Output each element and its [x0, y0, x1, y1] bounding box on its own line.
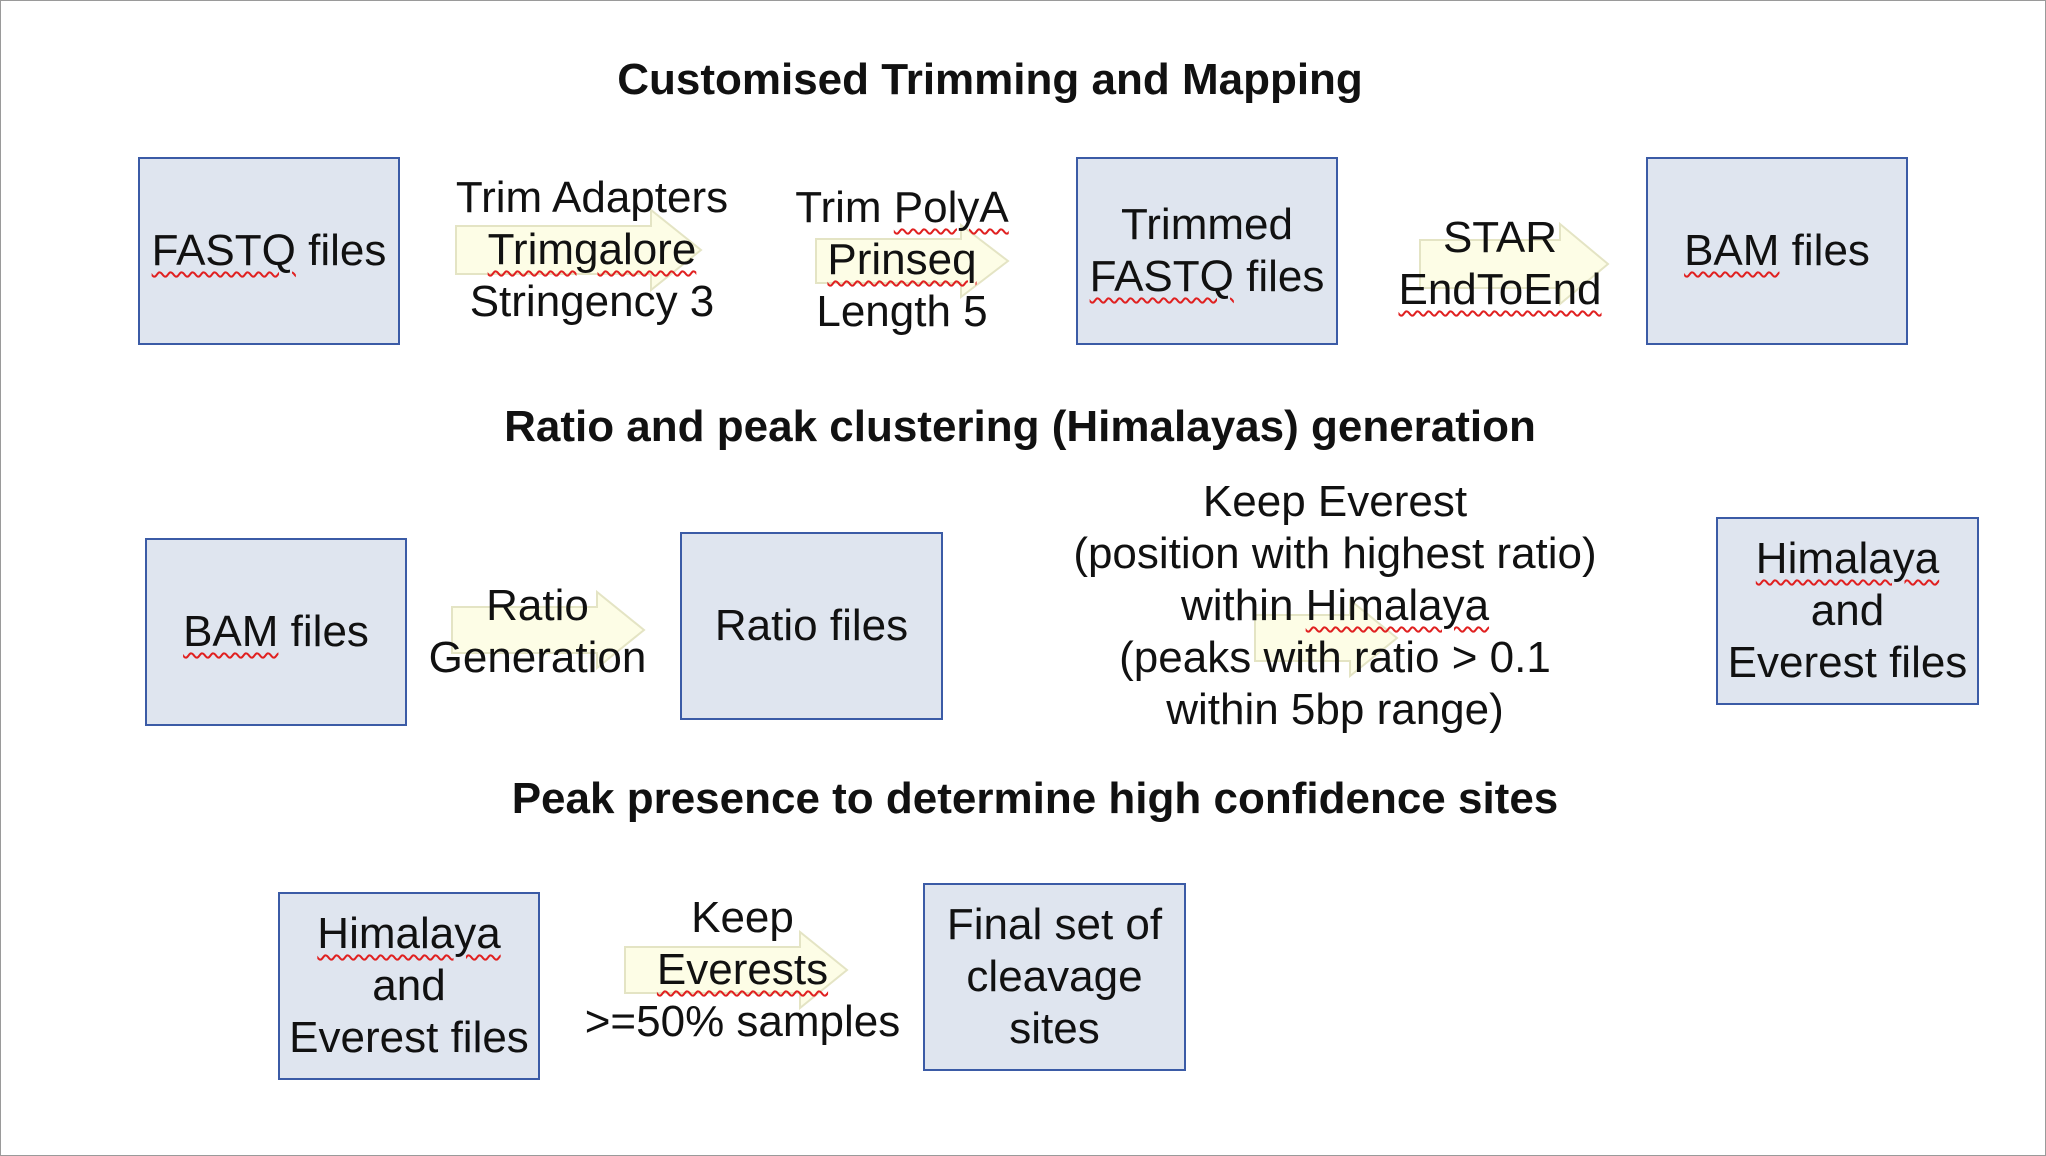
bam-files-box-2: BAM files — [145, 538, 407, 726]
trim-adapters-arrow — [455, 207, 703, 293]
fastq-files-label: FASTQ files — [151, 226, 387, 275]
keep-everests-arrow — [624, 929, 849, 1011]
endtoend-line: EndToEnd — [1398, 265, 1602, 314]
samples-line: >=50% samples — [584, 997, 901, 1046]
prinseq-line: Prinseq — [827, 235, 977, 284]
trimgalore-line: Trimgalore — [487, 225, 697, 274]
fastq-files-box: FASTQ files — [138, 157, 400, 345]
keep-line: Keep — [691, 893, 794, 942]
himalaya-line-2: Himalaya — [317, 909, 501, 958]
trim-adapters-line: Trim Adapters — [455, 173, 729, 222]
ratio-line: Ratio — [486, 581, 589, 630]
star-line: STAR — [1442, 213, 1558, 262]
stringency-line: Stringency 3 — [469, 277, 715, 326]
section-title-ratio-peak: Ratio and peak clustering (Himalayas) ge… — [504, 402, 1536, 451]
ratio-generation-step: Ratio Generation — [410, 580, 665, 684]
trim-polya-step: Trim PolyA Prinseq Length 5 — [762, 182, 1042, 338]
everest-files-line-1: Everest files — [1727, 638, 1968, 687]
peaks-ratio-line: (peaks with ratio > 0.1 — [1119, 633, 1551, 682]
within-himalaya-line: within Himalaya — [1180, 581, 1490, 630]
and-line-2: and — [372, 961, 446, 1010]
generation-line: Generation — [428, 633, 647, 682]
trimmed-line: Trimmed — [1121, 200, 1293, 249]
bam-files-label-1: BAM files — [1684, 226, 1870, 275]
himalaya-everest-box-1: Himalaya and Everest files — [1716, 517, 1979, 705]
trimmed-fastq-box: Trimmed FASTQ files — [1076, 157, 1338, 345]
sites-line: sites — [1009, 1004, 1100, 1053]
ratio-files-box: Ratio files — [680, 532, 943, 720]
final-cleavage-sites-box: Final set of cleavage sites — [923, 883, 1186, 1071]
and-line-1: and — [1810, 586, 1885, 635]
cleavage-line: cleavage — [966, 952, 1143, 1001]
bam-files-box-1: BAM files — [1646, 157, 1908, 345]
section-title-trimming-mapping: Customised Trimming and Mapping — [617, 55, 1363, 104]
trim-polya-arrow — [815, 222, 1010, 300]
himalaya-line-1: Himalaya — [1755, 534, 1940, 583]
range-line: within 5bp range) — [1166, 685, 1504, 734]
length-line: Length 5 — [816, 287, 988, 336]
keep-everests-step: Keep Everests >=50% samples — [570, 892, 915, 1048]
trim-polya-line: Trim PolyA — [795, 183, 1009, 232]
highest-ratio-line: (position with highest ratio) — [1073, 529, 1597, 578]
trimmed-fastq-line: FASTQ files — [1089, 252, 1325, 301]
himalaya-everest-box-2: Himalaya and Everest files — [278, 892, 540, 1080]
ratio-generation-arrow — [451, 589, 646, 671]
final-set-line: Final set of — [946, 900, 1163, 949]
star-step: STAR EndToEnd — [1380, 212, 1620, 316]
keep-everest-line: Keep Everest — [1202, 477, 1468, 526]
keep-everest-arrow — [1254, 597, 1399, 679]
trim-adapters-step: Trim Adapters Trimgalore Stringency 3 — [432, 172, 752, 328]
keep-everest-step: Keep Everest (position with highest rati… — [1035, 476, 1635, 736]
everest-files-line-2: Everest files — [289, 1013, 529, 1062]
star-arrow — [1419, 221, 1610, 307]
bam-files-label-2: BAM files — [183, 607, 369, 656]
ratio-files-label: Ratio files — [714, 601, 909, 650]
everests-line: Everests — [656, 945, 829, 994]
section-title-peak-presence: Peak presence to determine high confiden… — [511, 774, 1559, 823]
